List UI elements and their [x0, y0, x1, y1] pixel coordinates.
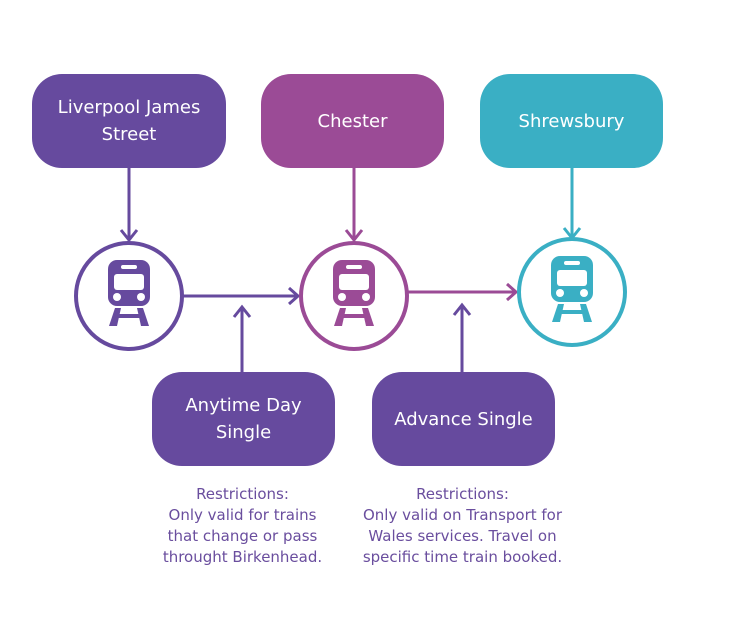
restrictions-heading: Restrictions: [416, 485, 509, 503]
restrictions-line: Wales services. Travel on [368, 527, 557, 545]
restrictions-line: Only valid on Transport for [362, 506, 563, 524]
restrictions-line: Only valid for trains [168, 506, 317, 524]
train-icon [333, 260, 375, 326]
restrictions-anytime: Restrictions: Only valid for trains that… [140, 484, 345, 568]
restrictions-advance: Restrictions: Only valid on Transport fo… [345, 484, 580, 568]
restrictions-heading: Restrictions: [196, 485, 289, 503]
arrow-chester-shrewsbury [407, 282, 519, 302]
restrictions-line: throught Birkenhead. [162, 548, 323, 566]
arrow-liverpool-down [119, 168, 139, 243]
arrow-shrewsbury-down [562, 168, 582, 241]
arrow-ticket2-up [452, 302, 472, 372]
train-icon [551, 256, 593, 322]
train-icon [108, 260, 150, 326]
station-circle-liverpool [74, 241, 184, 351]
station-box-chester: Chester [261, 74, 444, 168]
station-label-line: Liverpool James [57, 97, 201, 118]
station-label-line: Street [101, 124, 157, 145]
station-circle-chester [299, 241, 409, 351]
ticket-box-advance-single: Advance Single [372, 372, 555, 466]
restrictions-line: that change or pass [167, 527, 318, 545]
ticket-label-line: Single [215, 422, 272, 443]
arrow-ticket1-up [232, 304, 252, 372]
arrow-chester-down [344, 168, 364, 243]
restrictions-line: specific time train booked. [362, 548, 563, 566]
ticket-label-line: Anytime Day [185, 395, 302, 416]
arrow-liverpool-chester [182, 286, 301, 306]
station-circle-shrewsbury [517, 237, 627, 347]
station-box-shrewsbury: Shrewsbury [480, 74, 663, 168]
